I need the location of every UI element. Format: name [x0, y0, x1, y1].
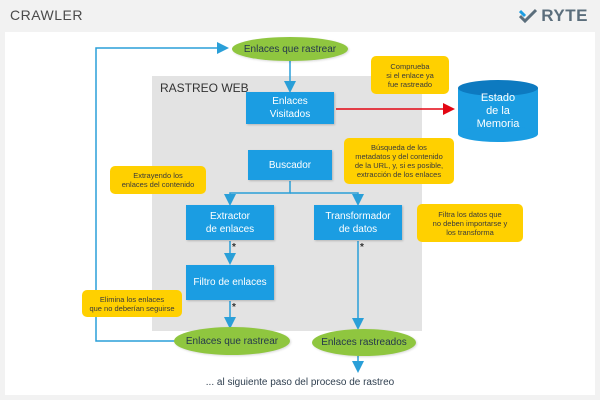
node-filter: Filtro de enlaces	[186, 265, 274, 300]
ryte-check-icon	[519, 8, 538, 24]
node-start: Enlaces que rastrear	[232, 37, 348, 61]
asterisk-extractor: *	[232, 242, 236, 253]
arrow-finder-transformer	[290, 192, 364, 206]
note-visited-check: Comprueba si el enlace ya fue rastreado	[371, 56, 449, 94]
node-extractor: Extractor de enlaces	[186, 205, 274, 240]
note-extractor: Extrayendo los enlaces del contenido	[110, 166, 206, 194]
logo-text: RYTE	[541, 6, 588, 25]
database-label: Estado de la Memoria	[476, 92, 520, 130]
note-finder: Búsqueda de los metadatos y del contenid…	[344, 138, 454, 184]
arrow-loop-back	[95, 42, 229, 342]
header: CRAWLER RYTE	[0, 0, 600, 32]
footer-text: ... al siguiente paso del proceso de ras…	[205, 377, 395, 388]
node-visited: Enlaces Visitados	[246, 92, 334, 124]
arrow-finder-extractor	[224, 181, 291, 206]
node-end-left: Enlaces que rastrear	[174, 327, 290, 355]
note-transformer: Filtra los datos que no deben importarse…	[417, 204, 523, 242]
region-label: RASTREO WEB	[160, 81, 249, 95]
logo: RYTE	[519, 6, 588, 26]
note-filter: Elimina los enlaces que no deberían segu…	[82, 290, 182, 317]
asterisk-transformer: *	[360, 242, 364, 253]
node-finder: Buscador	[248, 150, 332, 180]
node-end-right: Enlaces rastreados	[312, 329, 416, 356]
asterisk-filter: *	[232, 302, 236, 313]
database-cylinder	[458, 80, 538, 142]
node-transformer: Transformador de datos	[314, 205, 402, 240]
page-title: CRAWLER	[10, 7, 83, 23]
